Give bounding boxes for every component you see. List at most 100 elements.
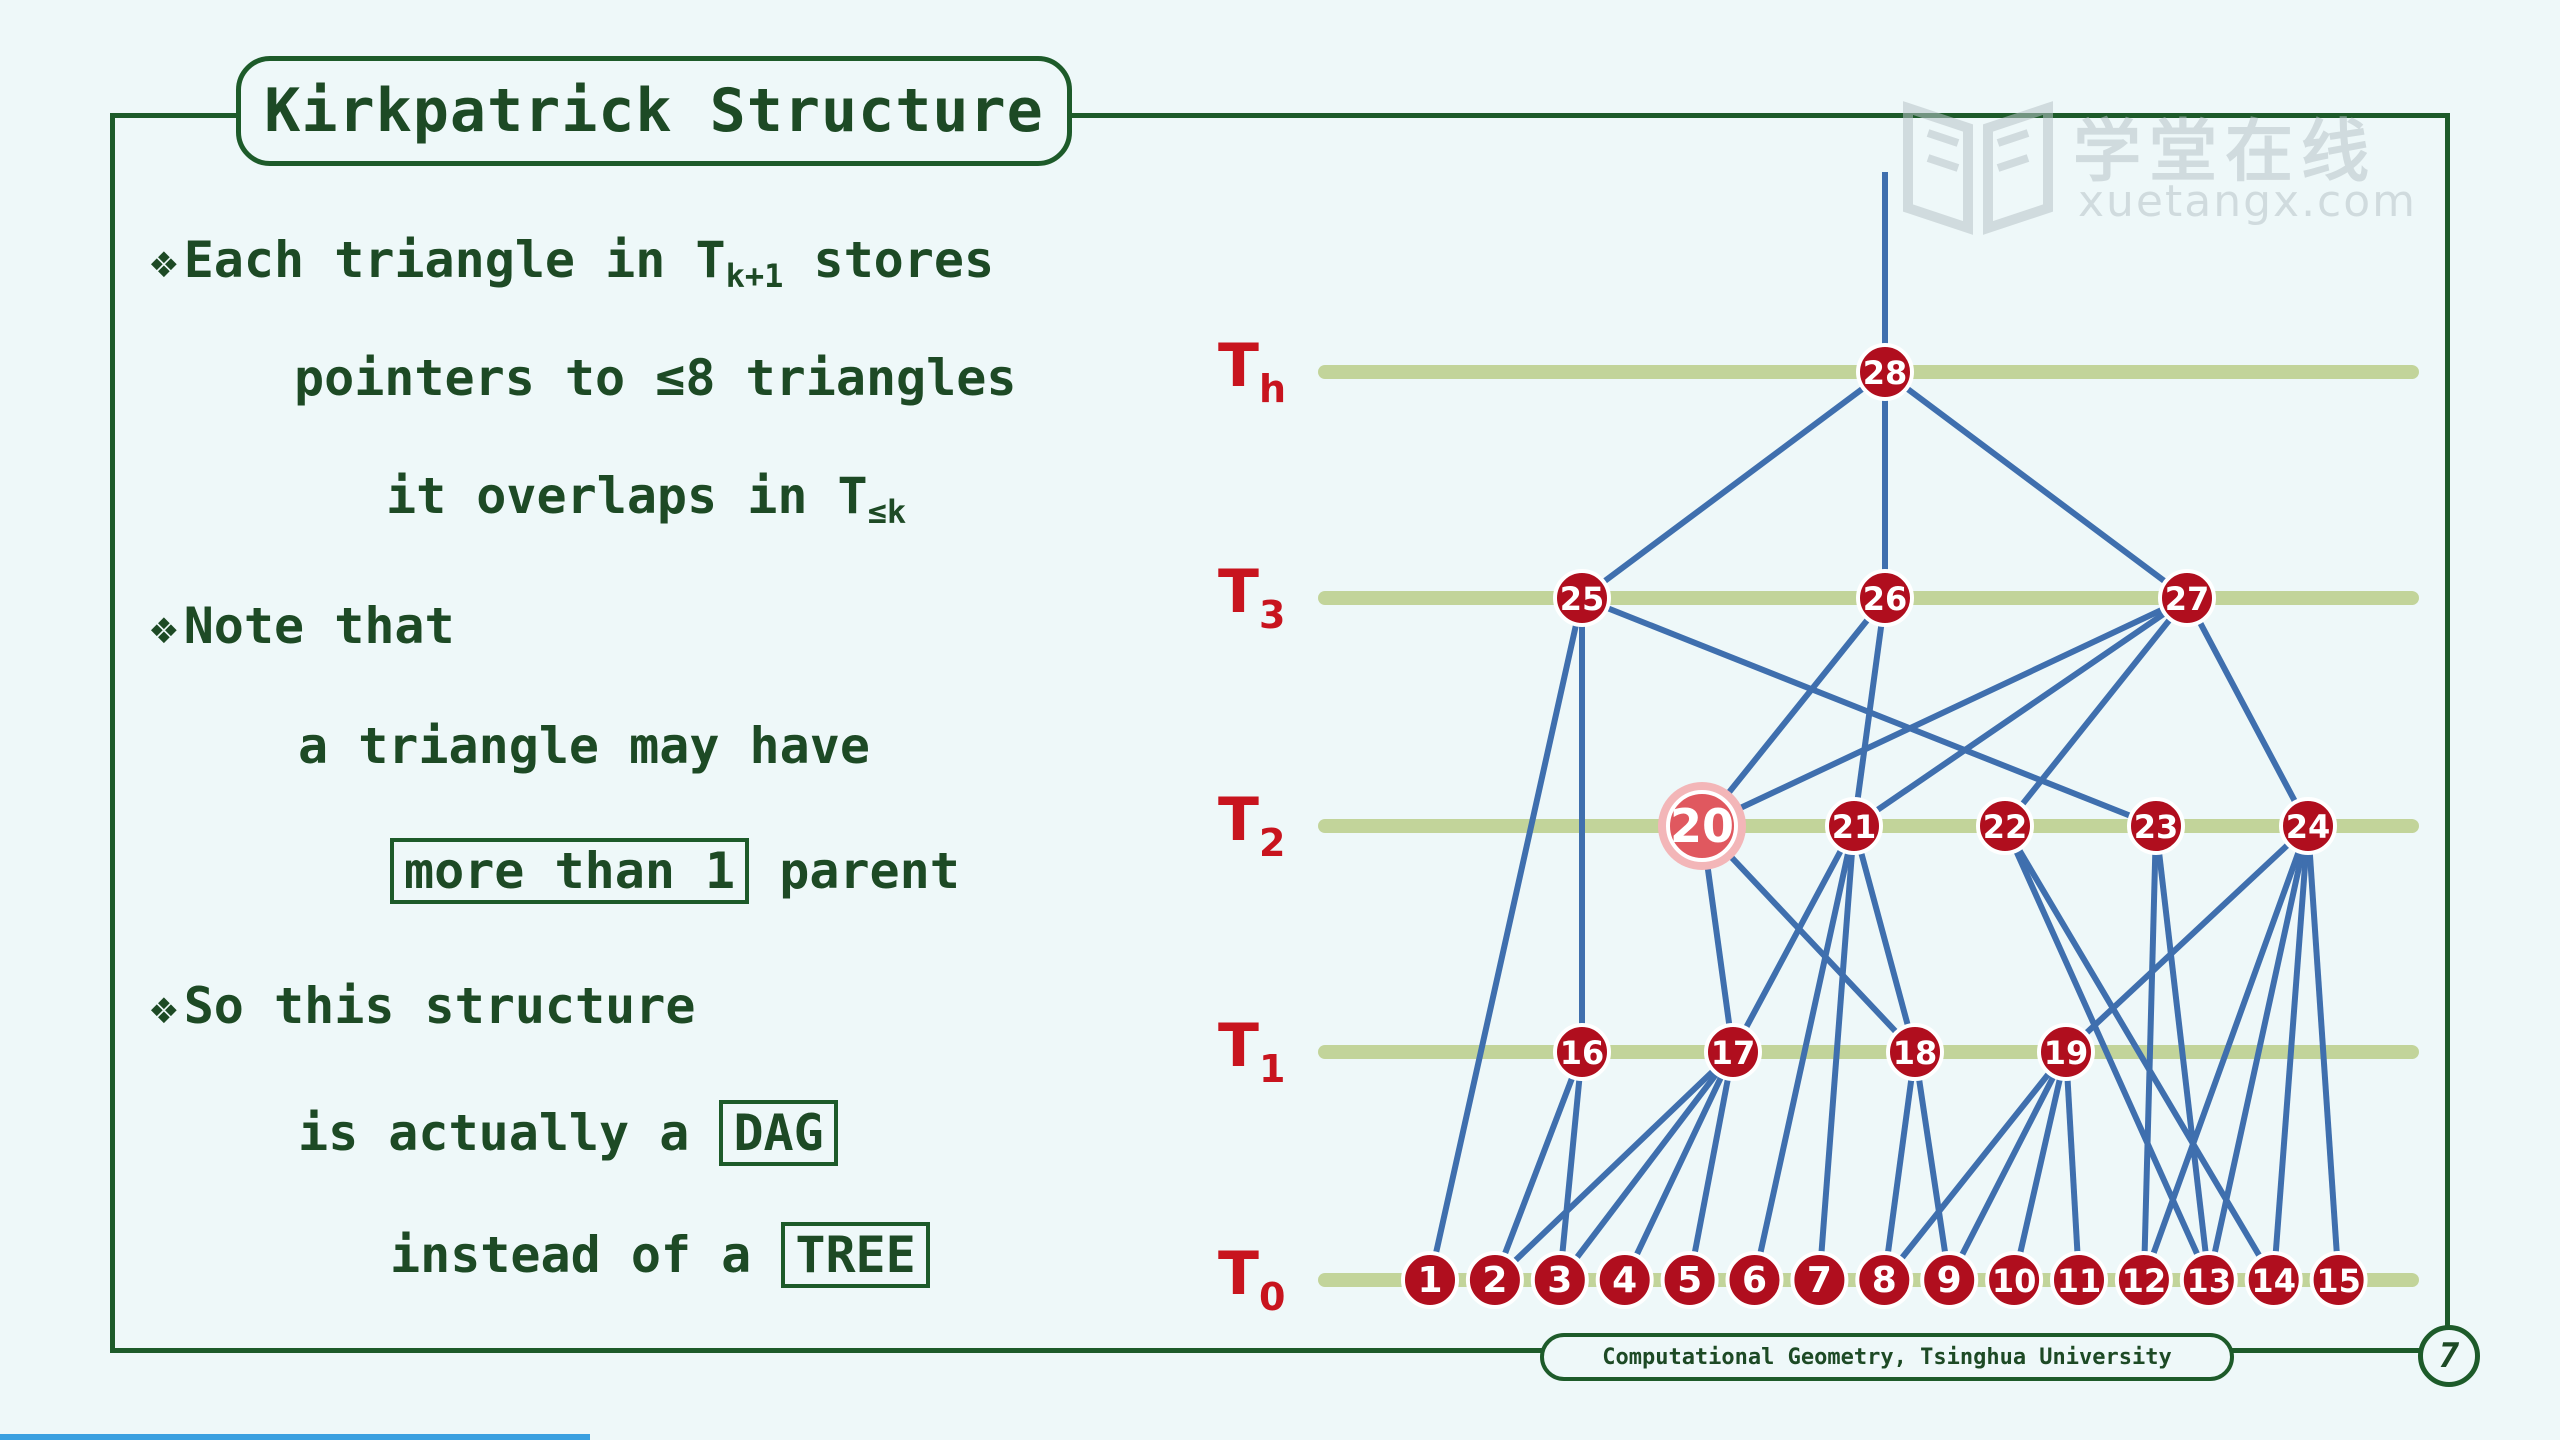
edge-26-21	[1851, 597, 1888, 827]
edge-16-2	[1492, 1050, 1585, 1282]
edge-19-10	[2011, 1051, 2069, 1281]
level-label-1: T1	[1218, 1011, 1285, 1091]
node-label-6: 6	[1742, 1260, 1767, 1301]
book-logo-icon	[1903, 101, 2053, 235]
node-label-4: 4	[1612, 1260, 1637, 1301]
watermark-logo: 学堂在线 xuetangx.com	[1898, 88, 2418, 238]
edge-19-8	[1881, 1050, 2069, 1282]
edge-23-13	[2153, 825, 2212, 1281]
tree-box: TREE	[781, 1222, 930, 1288]
node-28: 28	[1856, 343, 1914, 401]
node-1: 1	[1401, 1251, 1459, 1309]
more-than-one-box: more than 1	[390, 838, 750, 904]
watermark-chinese-text: 学堂在线	[2073, 113, 2378, 192]
node-label-1: 1	[1417, 1260, 1442, 1301]
bullet-diamond-icon: ❖	[150, 600, 178, 654]
node-10: 10	[1985, 1251, 2044, 1309]
node-label-16: 16	[1560, 1034, 1605, 1072]
edge-24-13	[2205, 825, 2311, 1281]
node-label-13: 13	[2187, 1262, 2232, 1300]
node-label-3: 3	[1547, 1260, 1572, 1301]
node-13: 13	[2179, 1251, 2238, 1309]
edge-28-27	[1883, 369, 2189, 601]
edge-25-1	[1427, 597, 1585, 1281]
node-18: 18	[1886, 1023, 1944, 1081]
node-20: 20	[1658, 782, 1746, 870]
edge-21-6	[1751, 825, 1857, 1281]
node-7: 7	[1790, 1251, 1849, 1309]
level-label-h: Th	[1218, 331, 1286, 411]
node-26: 26	[1856, 569, 1914, 627]
node-12: 12	[2114, 1251, 2173, 1309]
node-19: 19	[2037, 1023, 2095, 1081]
node-16: 16	[1553, 1023, 1611, 1081]
node-17: 17	[1704, 1023, 1762, 1081]
bullet-3-line-2-text: is actually a	[298, 1104, 690, 1162]
node-label-23: 23	[2134, 808, 2179, 846]
page-number-badge: 7	[2418, 1325, 2480, 1387]
node-label-10: 10	[1992, 1262, 2037, 1300]
bullet-1-line-2: pointers to ≤8 triangles	[294, 349, 1017, 407]
edge-17-4	[1621, 1050, 1736, 1282]
edge-28-25	[1580, 369, 1887, 601]
edge-19-11	[2063, 1051, 2082, 1281]
node-label-27: 27	[2165, 580, 2210, 618]
node-label-24: 24	[2286, 808, 2331, 846]
node-label-17: 17	[1711, 1034, 1756, 1072]
video-progress-bar[interactable]	[0, 1434, 590, 1440]
bullet-2-line-3: more than 1 parent	[390, 838, 960, 904]
node-label-19: 19	[2044, 1034, 2089, 1072]
edge-20-18	[1699, 823, 1918, 1055]
edge-22-14	[2002, 824, 2277, 1282]
node-6: 6	[1725, 1251, 1784, 1309]
level-label-0: T0	[1218, 1239, 1285, 1319]
edge-16-3	[1556, 1051, 1585, 1281]
edge-17-5	[1686, 1051, 1736, 1281]
node-label-26: 26	[1863, 580, 1908, 618]
level-label-3: T3	[1218, 557, 1285, 637]
edge-18-9	[1912, 1051, 1953, 1281]
edge-17-2	[1492, 1049, 1736, 1283]
node-label-25: 25	[1560, 580, 1605, 618]
node-24: 24	[2279, 797, 2337, 855]
bullet-diamond-icon: ❖	[150, 980, 178, 1034]
edge-24-15	[2305, 825, 2342, 1281]
edge-21-18	[1851, 825, 1918, 1053]
edge-24-12	[2141, 824, 2311, 1282]
node-label-14: 14	[2251, 1262, 2296, 1300]
node-label-15: 15	[2316, 1262, 2361, 1300]
edge-21-7	[1816, 825, 1857, 1281]
edge-23-12	[2140, 825, 2159, 1281]
node-25: 25	[1553, 569, 1611, 627]
edge-27-24	[2184, 596, 2311, 828]
edge-19-9	[1946, 1050, 2069, 1282]
node-21: 21	[1825, 797, 1883, 855]
node-27: 27	[2158, 569, 2216, 627]
edge-17-3	[1557, 1050, 1736, 1282]
bullet-diamond-icon: ❖	[150, 234, 178, 288]
node-label-12: 12	[2122, 1262, 2167, 1300]
dag-box: DAG	[719, 1100, 838, 1166]
node-label-20: 20	[1670, 799, 1734, 853]
node-11: 11	[2050, 1251, 2108, 1309]
edge-24-14	[2270, 825, 2311, 1281]
bullet-1-line-1: ❖Each triangle in Tk+1 stores	[150, 230, 994, 306]
node-5: 5	[1660, 1251, 1719, 1309]
footer-caption: Computational Geometry, Tsinghua Univers…	[1540, 1333, 2234, 1381]
node-22: 22	[1976, 797, 2034, 855]
node-9: 9	[1920, 1251, 1979, 1309]
node-label-22: 22	[1983, 808, 2028, 846]
bullet-1-subscript: k+1	[725, 257, 784, 295]
level-label-2: T2	[1218, 785, 1285, 865]
edge-24-19	[2063, 823, 2311, 1055]
node-14: 14	[2244, 1251, 2303, 1309]
bullet-1-line-3-text: it overlaps in T	[386, 467, 868, 525]
node-label-21: 21	[1832, 808, 1877, 846]
edge-27-21	[1852, 595, 2189, 829]
bullet-3-line-2: is actually a DAG	[298, 1100, 838, 1166]
edge-27-22	[2002, 596, 2190, 828]
bullet-2-line-2: a triangle may have	[298, 717, 870, 775]
edge-21-17	[1730, 824, 1857, 1054]
slide-title: Kirkpatrick Structure	[236, 56, 1072, 166]
